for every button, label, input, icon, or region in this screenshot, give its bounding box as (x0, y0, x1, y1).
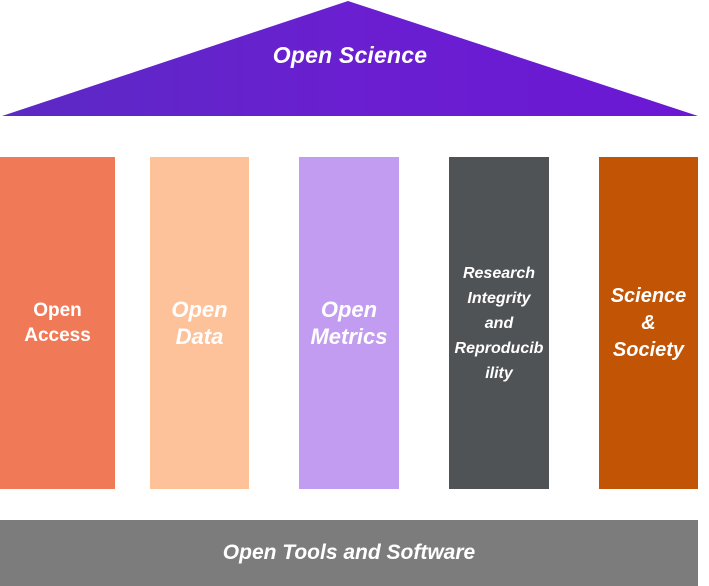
roof-triangle (2, 1, 698, 116)
pillar-label: Research Integrity and Reproducib ility (454, 264, 544, 382)
base-label: Open Tools and Software (222, 541, 476, 564)
pillar-research-integrity: Research Integrity and Reproducib ility (449, 157, 549, 489)
pillar-label: Open Metrics (310, 297, 388, 349)
base-open-tools: Open Tools and Software (0, 520, 698, 586)
roof-title: Open Science (272, 42, 428, 68)
pillar-open-metrics: Open Metrics (299, 157, 399, 489)
pillar-open-data: Open Data (150, 157, 249, 489)
pillar-science-society: Science & Society (599, 157, 698, 489)
pillar-open-access: Open Access (0, 157, 115, 489)
roof-shape (2, 1, 698, 116)
pillar-label: Science & Society (610, 284, 687, 361)
pillar-label: Open Data (171, 297, 228, 349)
pillar-label: Open Access (24, 300, 91, 346)
